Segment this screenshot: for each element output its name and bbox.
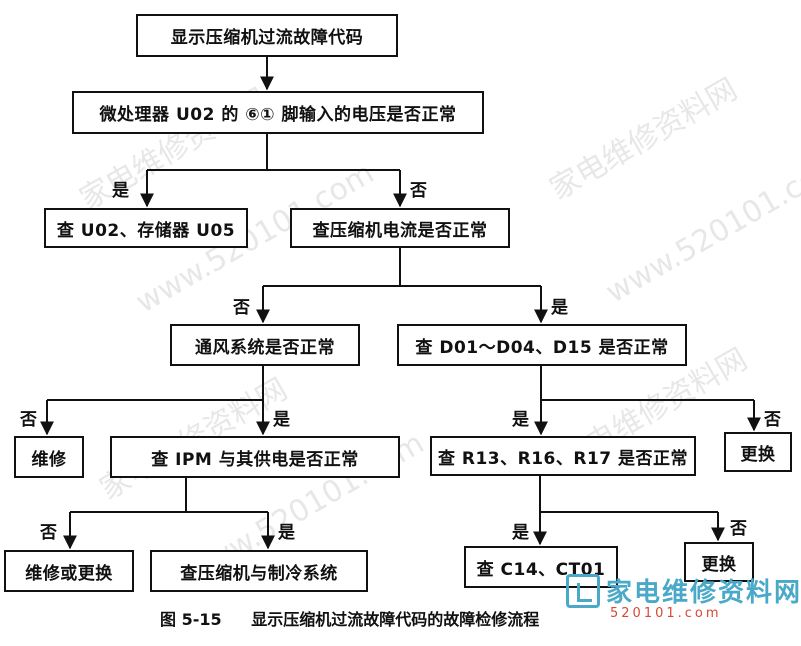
branch-label-no: 否 (20, 410, 37, 430)
logo-text: 家电维修资料网 (606, 578, 801, 608)
branch-label-yes: 是 (512, 523, 529, 543)
logo-url: 520101.com (610, 606, 722, 621)
box-check-capacitors: 查 C14、CT01 (464, 546, 618, 588)
branch-label-yes: 是 (273, 410, 290, 430)
branch-label-yes: 是 (551, 298, 568, 318)
branch-label-no: 否 (410, 181, 427, 201)
branch-label-yes: 是 (278, 523, 295, 543)
branch-label-yes: 是 (512, 410, 529, 430)
box-check-u02-u05: 查 U02、存储器 U05 (44, 208, 248, 248)
branch-label-no: 否 (730, 519, 747, 539)
box-check-pin-voltage: 微处理器 U02 的 ⑥① 脚输入的电压是否正常 (72, 91, 484, 134)
box-check-compressor-refrigeration: 查压缩机与制冷系统 (150, 550, 368, 592)
box-check-resistors: 查 R13、R16、R17 是否正常 (430, 436, 696, 476)
branch-label-no: 否 (233, 298, 250, 318)
branch-label-no: 否 (764, 410, 781, 430)
box-show-fault-code: 显示压缩机过流故障代码 (136, 14, 398, 57)
box-repair-or-replace: 维修或更换 (4, 550, 134, 592)
site-logo: 家电维修资料网 520101.com (566, 570, 801, 630)
figure-caption: 图 5-15 显示压缩机过流故障代码的故障检修流程 (160, 606, 539, 630)
branch-label-no: 否 (40, 523, 57, 543)
figure-title: 显示压缩机过流故障代码的故障检修流程 (251, 610, 540, 629)
box-check-ventilation: 通风系统是否正常 (170, 324, 360, 366)
box-repair: 维修 (14, 436, 84, 478)
branch-label-yes: 是 (112, 181, 129, 201)
box-replace: 更换 (724, 432, 792, 472)
box-replace: 更换 (684, 542, 754, 582)
box-check-compressor-current: 查压缩机电流是否正常 (290, 208, 510, 248)
logo-mark-icon (566, 574, 600, 608)
box-check-ipm: 查 IPM 与其供电是否正常 (110, 436, 400, 478)
box-check-diodes: 查 D01～D04、D15 是否正常 (397, 324, 687, 366)
figure-number: 图 5-15 (160, 610, 222, 629)
